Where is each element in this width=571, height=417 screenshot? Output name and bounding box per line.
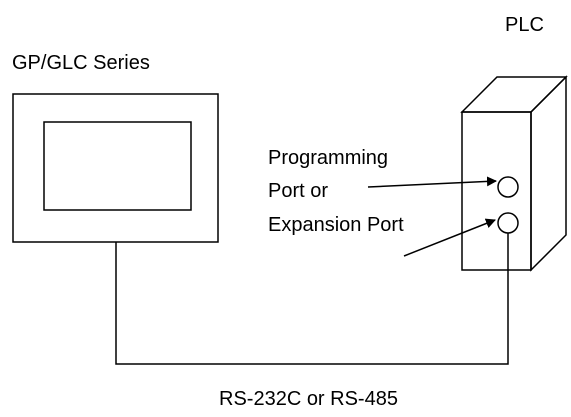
gp-series-label: GP/GLC Series	[12, 52, 150, 74]
cable-label: RS-232C or RS-485	[219, 388, 398, 410]
plc-side-face	[530, 75, 567, 272]
expansion-port-arrow	[403, 218, 496, 257]
plc-label: PLC	[505, 14, 544, 36]
expansion-port	[497, 212, 519, 234]
programming-port-arrow	[367, 176, 497, 188]
connection-cable	[115, 233, 509, 365]
programming-port-label-line1: Programming	[268, 147, 389, 169]
plc-front-face	[461, 111, 532, 271]
programming-port-label-line2: Port or	[268, 180, 329, 202]
gp-unit-screen	[43, 121, 192, 211]
plc-top-face	[460, 76, 568, 113]
plc-unit	[460, 75, 568, 272]
expansion-port-label: Expansion Port	[268, 214, 404, 236]
programming-port	[497, 176, 519, 198]
